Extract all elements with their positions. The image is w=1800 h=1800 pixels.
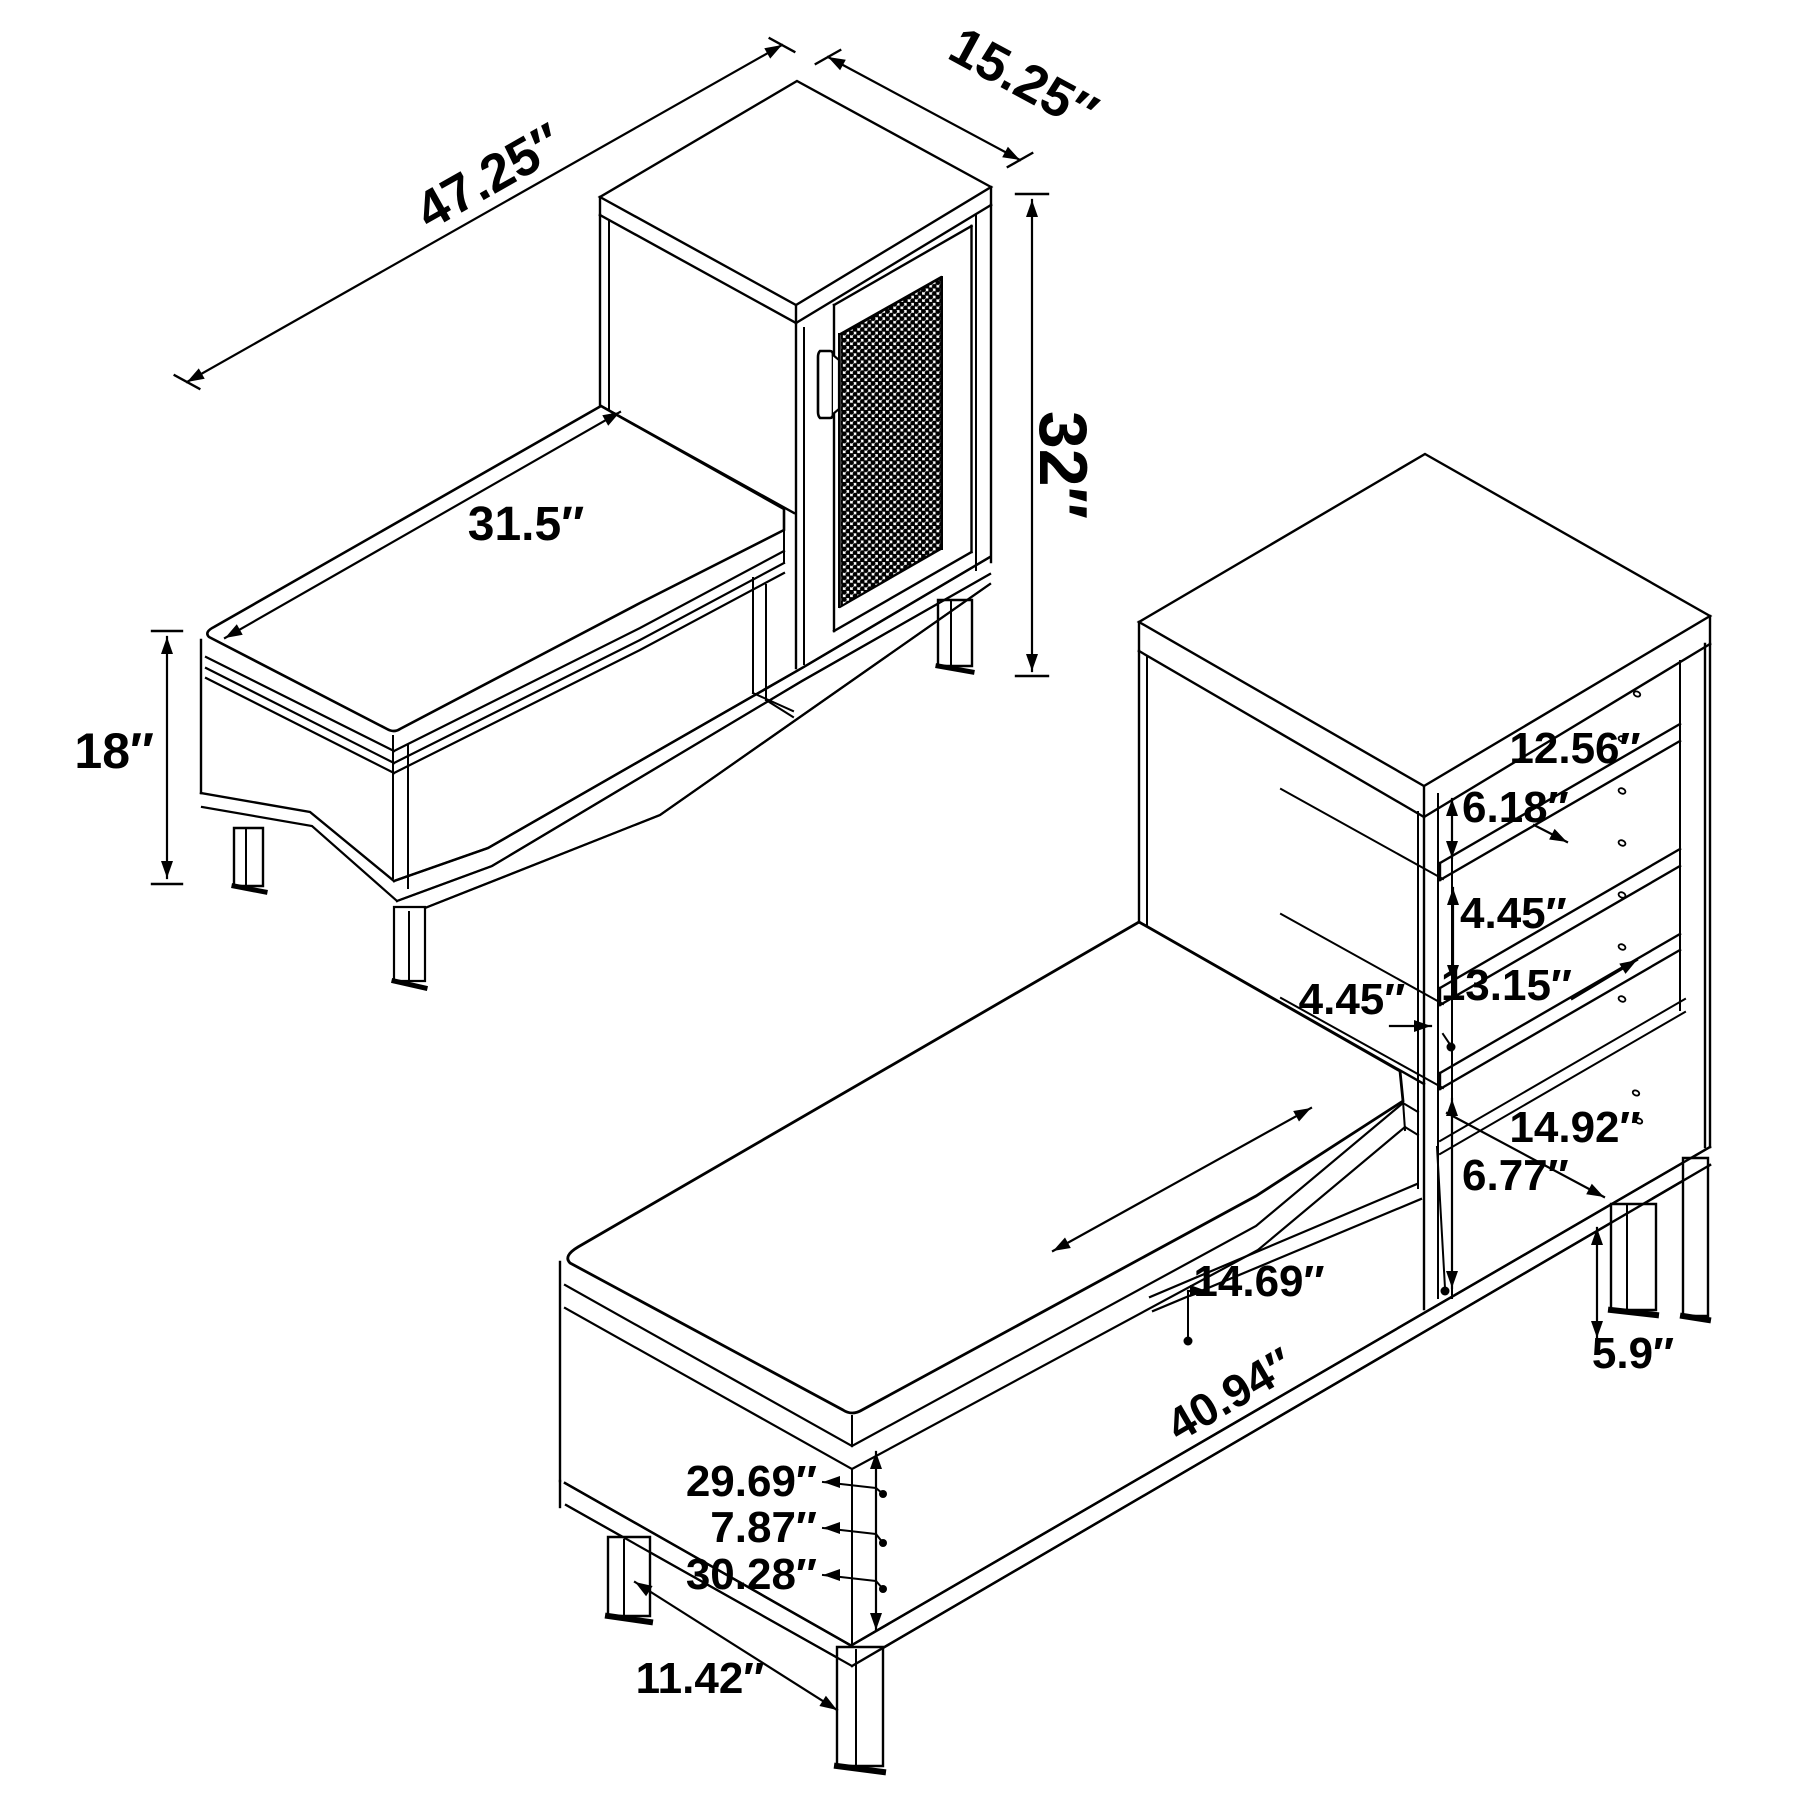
svg-text:31.5″: 31.5″ (468, 498, 584, 551)
svg-text:7.87″: 7.87″ (710, 1503, 817, 1552)
svg-text:32″: 32″ (1025, 411, 1101, 519)
svg-text:18″: 18″ (74, 723, 154, 779)
svg-text:14.92″: 14.92″ (1509, 1103, 1640, 1152)
svg-text:30.28″: 30.28″ (686, 1550, 817, 1599)
svg-text:4.45″: 4.45″ (1299, 975, 1406, 1024)
svg-text:12.56″: 12.56″ (1509, 724, 1640, 773)
svg-text:5.9″: 5.9″ (1592, 1329, 1674, 1378)
svg-text:11.42″: 11.42″ (636, 1654, 765, 1703)
svg-text:29.69″: 29.69″ (686, 1457, 817, 1506)
svg-text:13.15″: 13.15″ (1441, 961, 1572, 1010)
svg-text:6.18″: 6.18″ (1462, 783, 1569, 832)
svg-text:6.77″: 6.77″ (1462, 1151, 1569, 1200)
svg-text:4.45″: 4.45″ (1460, 889, 1567, 938)
svg-text:14.69″: 14.69″ (1193, 1257, 1324, 1306)
